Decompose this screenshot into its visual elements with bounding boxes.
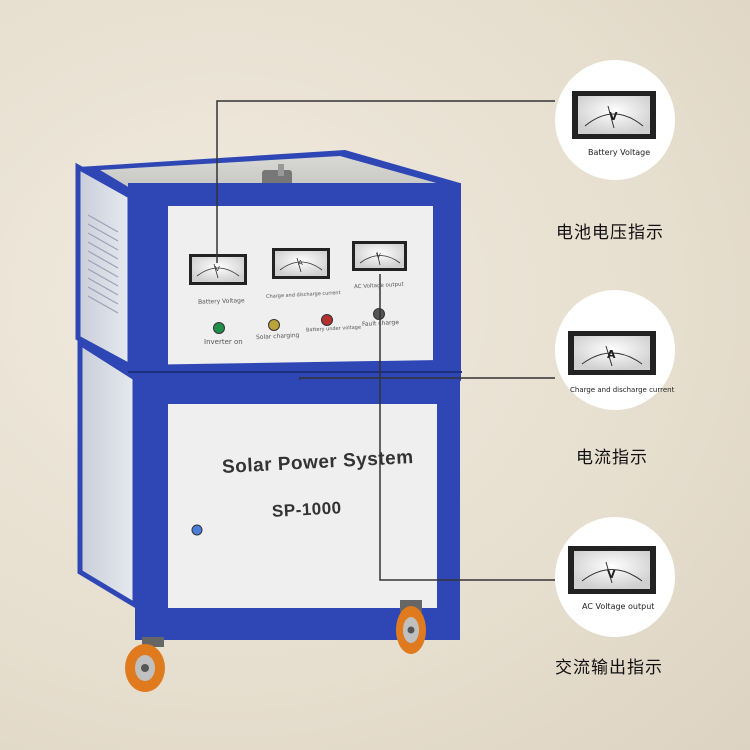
caption-ac-output: 交流输出指示	[555, 658, 663, 678]
door-lock-icon	[191, 524, 203, 536]
zoom1-unit: V	[609, 110, 618, 123]
wheel-front-right	[396, 600, 426, 654]
solar-charging-lamp	[268, 319, 280, 331]
meter1-unit: V	[215, 265, 220, 273]
meter2-unit: A	[298, 259, 303, 267]
zoom2-label: Charge and discharge current	[570, 386, 675, 394]
battery-under-voltage-lamp	[321, 314, 333, 326]
zoom2-unit: A	[607, 348, 616, 361]
wheel-front-left	[125, 637, 165, 692]
meter-battery-voltage	[189, 254, 247, 285]
zoom-circle-ac-voltage	[555, 517, 675, 637]
lower-side-face	[77, 338, 138, 610]
zoom-circle-battery-voltage	[555, 60, 675, 180]
meter3-unit: V	[376, 252, 381, 260]
zoom1-label: Battery Voltage	[588, 148, 651, 157]
zoom3-unit: V	[607, 568, 616, 581]
caption-battery-voltage: 电池电压指示	[556, 223, 664, 243]
side-vents	[87, 214, 119, 314]
model-label: SP-1000	[271, 498, 343, 521]
zoom3-label: AC Voltage output	[582, 602, 655, 611]
indicator1-label: Inverter on	[204, 338, 243, 346]
inverter-on-lamp	[213, 322, 225, 334]
callout-lines	[216, 100, 555, 581]
top-lock-icon	[262, 170, 292, 186]
upper-side-face	[75, 162, 133, 371]
meter-current	[272, 248, 330, 279]
upper-front-panel	[168, 206, 433, 366]
lower-front-door	[168, 404, 437, 608]
caption-current: 电流指示	[576, 448, 648, 468]
zoom-circle-current	[555, 290, 675, 410]
fault-charge-lamp	[373, 308, 385, 320]
meter-ac-voltage	[352, 241, 407, 271]
